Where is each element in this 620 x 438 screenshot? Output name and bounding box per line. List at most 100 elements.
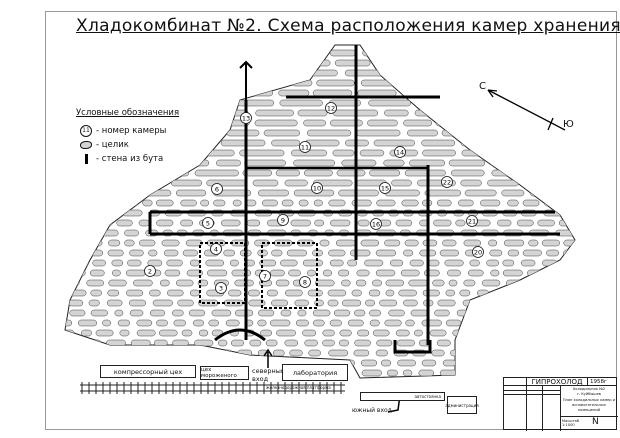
pillar [565, 129, 575, 137]
pillar [493, 319, 505, 327]
pillar [297, 309, 307, 317]
pillar [369, 169, 401, 177]
chamber-number: 8 [303, 279, 307, 287]
pillar [213, 199, 226, 207]
pillar [107, 289, 120, 297]
pillar [547, 289, 558, 297]
chamber-20: 20 [472, 246, 484, 258]
pillar [437, 79, 463, 87]
pillar [375, 59, 416, 67]
pillar [301, 49, 325, 57]
pillar [242, 169, 272, 177]
pillar [503, 239, 525, 247]
pillar [357, 219, 370, 227]
pillar [578, 170, 604, 176]
south-entrance-label: южный вход [352, 407, 392, 414]
pillar [524, 179, 546, 187]
pillar [65, 219, 81, 227]
pillar [303, 169, 333, 177]
pillar [564, 299, 575, 307]
pillar [126, 289, 144, 297]
pillar [175, 189, 207, 197]
pillar [445, 319, 462, 327]
pillar [98, 199, 115, 207]
pillar [200, 59, 231, 67]
chamber-number: 21 [468, 218, 476, 226]
chamber-10: 10 [311, 182, 323, 194]
pillar [328, 199, 346, 207]
pillar [211, 329, 223, 337]
pillar [316, 79, 355, 87]
pillar [400, 269, 420, 277]
pillar [434, 309, 450, 317]
pillar [477, 309, 498, 317]
pillar [504, 339, 516, 347]
pillar [397, 359, 416, 367]
pillar [442, 239, 457, 247]
railway [80, 382, 345, 394]
pillar [424, 189, 461, 197]
chamber-number: 22 [443, 179, 451, 187]
pillar [124, 239, 135, 247]
pillar [298, 199, 309, 207]
pillar [482, 299, 497, 307]
pillar [435, 69, 457, 77]
pillar [492, 289, 506, 297]
pillar [458, 199, 474, 207]
pillar [259, 259, 277, 267]
pillar [564, 159, 575, 167]
pillar [193, 319, 204, 327]
pillar [403, 299, 418, 307]
north-entrance-arrow-icon [263, 348, 273, 368]
pillar [375, 249, 397, 257]
pillar [336, 169, 366, 177]
pillar [67, 269, 86, 277]
pillar [565, 309, 575, 317]
chamber-number: 2 [148, 268, 152, 276]
pillar [533, 79, 575, 87]
pillar [271, 299, 289, 307]
pillar [134, 119, 170, 127]
pillar [357, 89, 397, 97]
pillar [231, 269, 252, 277]
pillar [231, 339, 245, 347]
pillar [525, 89, 569, 97]
pillar [302, 259, 323, 267]
pillar [465, 319, 475, 327]
pillar [365, 299, 375, 307]
pillar [455, 219, 466, 227]
chamber-3: 3 [215, 282, 227, 294]
pillar [421, 319, 442, 327]
pillar [161, 129, 189, 137]
pillar [380, 359, 392, 367]
pillar [278, 89, 310, 97]
pillar [522, 249, 542, 257]
pillar [368, 289, 381, 297]
pillar [418, 369, 434, 377]
chamber-number: 14 [396, 149, 404, 157]
pillar [462, 299, 480, 307]
pillar [163, 249, 179, 257]
pillar [577, 280, 585, 286]
chamber-number: 15 [381, 185, 389, 193]
pillar [537, 329, 552, 337]
pillar [487, 179, 519, 187]
pillar [268, 359, 283, 367]
pillar [516, 219, 534, 227]
building-compressor: компрессорный цех [100, 365, 196, 378]
pillar [408, 279, 429, 287]
pillar [545, 299, 561, 307]
pillar [114, 309, 124, 317]
pillar [359, 149, 385, 157]
pillar [579, 230, 596, 236]
pillar [329, 49, 357, 57]
pillar [313, 199, 323, 207]
pillar [182, 249, 198, 257]
pillar [177, 299, 194, 307]
pillar [134, 129, 156, 137]
pillar [297, 109, 328, 117]
pillar [284, 179, 308, 187]
pillar [483, 369, 501, 377]
pillar [246, 69, 287, 77]
pillar [559, 189, 575, 197]
